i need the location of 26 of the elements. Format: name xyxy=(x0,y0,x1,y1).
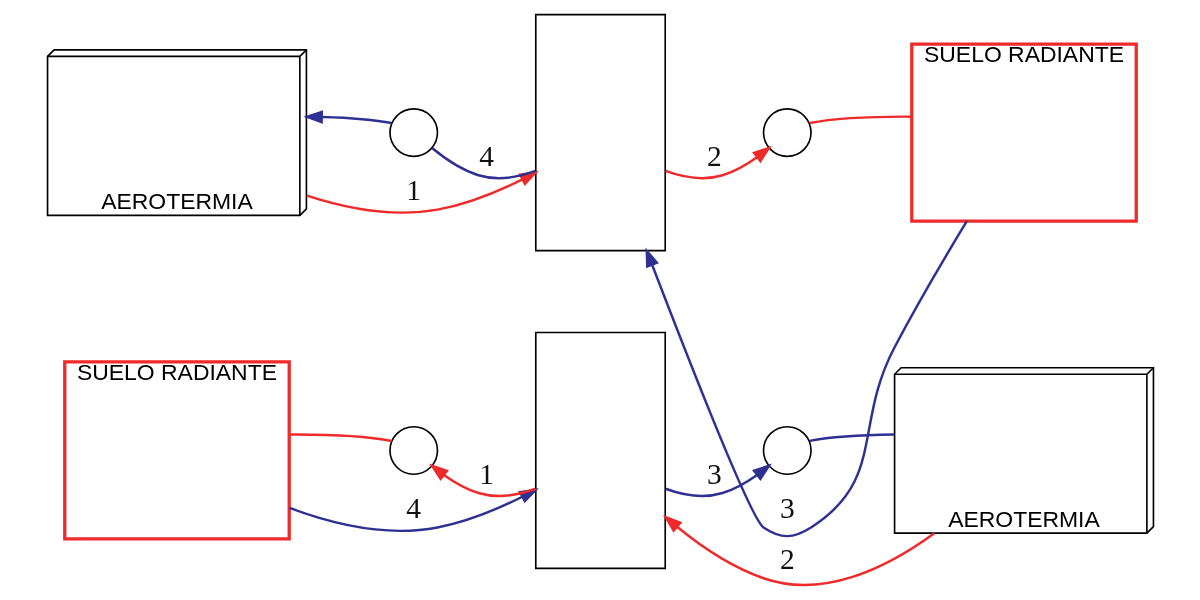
arrow xyxy=(662,514,935,587)
arrow xyxy=(302,110,392,125)
arrow xyxy=(644,220,968,538)
connector xyxy=(808,433,894,443)
node-box xyxy=(534,331,666,570)
node-circle xyxy=(762,425,812,476)
edge-label: 1 xyxy=(405,174,421,207)
arrow xyxy=(664,145,772,180)
connector xyxy=(808,115,912,125)
edge-label: 3 xyxy=(779,492,795,525)
node-box xyxy=(534,13,666,252)
node-box: SUELO RADIANTE xyxy=(62,360,291,541)
node-circle xyxy=(388,108,438,158)
edge-label: 1 xyxy=(478,457,494,490)
edge-label: 4 xyxy=(405,492,421,525)
edge-label: 3 xyxy=(706,457,722,490)
node-box: SUELO RADIANTE xyxy=(909,42,1138,223)
arrow xyxy=(664,463,772,498)
node-circle xyxy=(388,425,438,476)
edge-label: 2 xyxy=(779,543,795,576)
connector xyxy=(289,433,392,443)
arrow xyxy=(428,463,536,498)
edge-label: 2 xyxy=(706,140,722,173)
node-circle xyxy=(762,108,812,158)
edge-label: 4 xyxy=(478,140,494,173)
connector xyxy=(430,147,536,180)
